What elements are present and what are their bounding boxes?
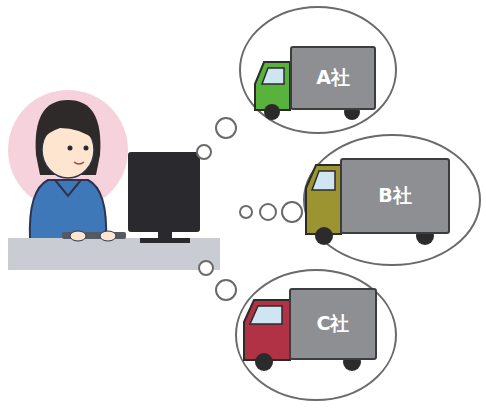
thought-bubble: [304, 135, 480, 265]
bubble-dot: [197, 145, 211, 159]
hand: [70, 231, 86, 241]
bubble-dot: [240, 206, 252, 218]
wheel: [315, 227, 333, 245]
eye: [84, 146, 89, 151]
bubble-dot: [199, 261, 213, 275]
company-label: B社: [378, 183, 411, 209]
bubble-dot: [216, 118, 236, 138]
wheel: [255, 353, 273, 371]
person-body: [30, 180, 106, 240]
thought-bubble: [236, 270, 396, 400]
bubble-dot: [260, 204, 276, 220]
monitor: [128, 152, 200, 232]
truck-cab: [255, 62, 290, 110]
bangs: [42, 117, 95, 140]
wheel: [264, 104, 280, 120]
company-label: A社: [316, 65, 350, 91]
truck-window: [262, 68, 284, 84]
bubble-dot: [282, 202, 302, 222]
truck-cargo-box: B社: [340, 158, 450, 234]
monitor-base: [140, 238, 190, 243]
eye: [68, 146, 73, 151]
thought-bubble: [240, 7, 396, 133]
truck-cab: [306, 165, 341, 234]
mouth: [74, 162, 84, 164]
desk: [8, 238, 220, 270]
truck-window: [250, 306, 282, 324]
truck-cab: [244, 300, 290, 360]
truck-cargo-box: C社: [289, 288, 377, 360]
collar: [55, 180, 81, 196]
truck-window: [312, 171, 335, 190]
hand: [100, 231, 116, 241]
bubble-dot: [216, 280, 236, 300]
company-label: C社: [317, 311, 350, 337]
truck-cargo-box: A社: [290, 46, 376, 110]
